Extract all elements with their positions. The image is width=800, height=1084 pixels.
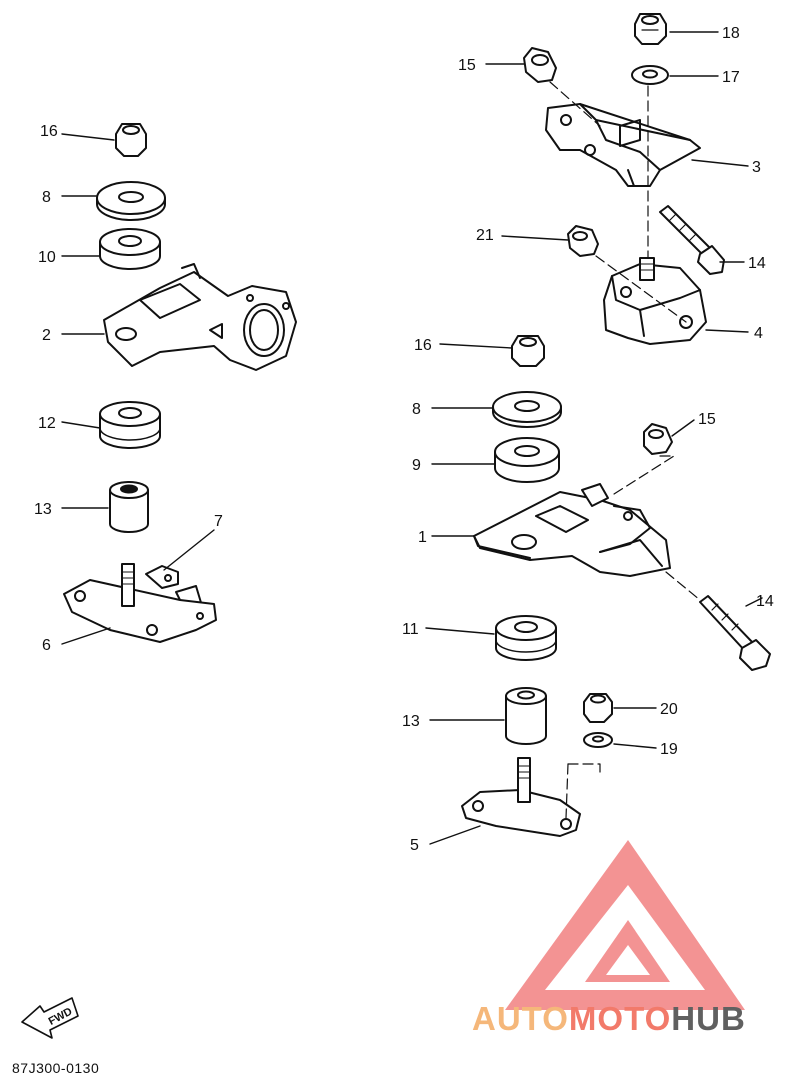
part-10-spacer	[99, 228, 161, 270]
wordmark-auto: AUTO	[472, 1000, 569, 1037]
callout-19: 19	[660, 741, 678, 758]
part-13-collar-left	[109, 481, 149, 533]
part-3-bracket	[545, 103, 701, 187]
part-14-bolt-lower	[699, 595, 771, 671]
part-8-washer-right	[492, 391, 562, 428]
part-11-grommet	[495, 615, 557, 661]
part-16-nut-right	[511, 335, 545, 367]
part-8-washer-left	[96, 181, 166, 221]
part-17-washer	[631, 65, 669, 85]
callout-13-right: 13	[402, 713, 420, 730]
callout-11: 11	[402, 621, 419, 638]
part-18-nut	[634, 13, 667, 45]
drawing-code: 87J300-0130	[12, 1060, 100, 1076]
callout-6: 6	[42, 637, 51, 654]
wordmark-hub: HUB	[671, 1000, 746, 1037]
callout-20: 20	[660, 701, 678, 718]
callout-12: 12	[38, 415, 56, 432]
part-15-nut-right	[643, 423, 673, 455]
part-2-bracket	[103, 263, 297, 371]
callout-4: 4	[754, 325, 763, 342]
callout-14-upper: 14	[748, 255, 766, 272]
part-21-nut	[567, 225, 599, 257]
callout-18: 18	[722, 25, 740, 42]
part-19-washer	[583, 732, 613, 748]
callout-8-right: 8	[412, 401, 421, 418]
part-14-bolt-upper	[659, 205, 725, 275]
part-4-mount	[603, 257, 707, 345]
wordmark-moto: MOTO	[568, 1000, 672, 1037]
part-6-plate	[63, 563, 217, 643]
part-20-nut	[583, 693, 613, 723]
part-12-grommet	[99, 401, 161, 449]
assembly-center-lines-right	[549, 81, 701, 819]
callout-15-right: 15	[698, 411, 716, 428]
leader-lines	[61, 31, 763, 845]
callout-2: 2	[42, 327, 51, 344]
part-1-bracket	[473, 483, 671, 577]
callout-16-right: 16	[414, 337, 432, 354]
automotohub-wordmark: AUTOMOTOHUB	[472, 1000, 746, 1038]
callout-17: 17	[722, 69, 740, 86]
callout-3: 3	[752, 159, 761, 176]
callout-1: 1	[418, 529, 427, 546]
part-13-collar-right	[505, 687, 547, 745]
forward-arrow-icon: FWD	[21, 997, 79, 1039]
callout-8-left: 8	[42, 189, 51, 206]
callout-9: 9	[412, 457, 421, 474]
callout-13-left: 13	[34, 501, 52, 518]
callout-14-lower: 14	[756, 593, 774, 610]
part-16-nut-left	[115, 123, 147, 157]
callout-16-left: 16	[40, 123, 58, 140]
callout-15-upper: 15	[458, 57, 476, 74]
callout-7: 7	[214, 513, 223, 530]
part-5-plate	[461, 757, 581, 837]
callout-5: 5	[410, 837, 419, 854]
part-9-spacer-right	[494, 437, 560, 483]
callout-labels: 18 15 17 3 21 14 4 16 8 9 15 1 14 11 13 …	[34, 25, 774, 854]
automotohub-logo-mark	[505, 840, 745, 1010]
callout-21: 21	[476, 227, 494, 244]
callout-10: 10	[38, 249, 56, 266]
part-15-nut-upper	[523, 47, 557, 83]
